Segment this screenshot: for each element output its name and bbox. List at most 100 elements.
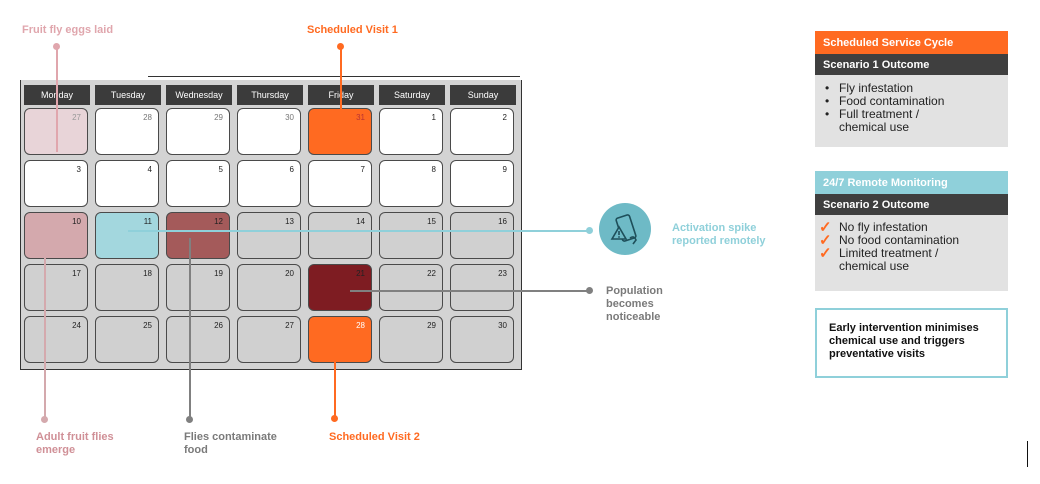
population-label: Population becomes noticeable [606,285,663,323]
adult-flies-connector [44,238,46,418]
panel1-item: Fly infestation [825,82,1008,96]
day-number: 18 [143,269,152,278]
panel1-header: Scheduled Service Cycle [815,31,1008,54]
panel2-subheader: Scenario 2 Outcome [815,194,1008,215]
day-number: 23 [498,269,507,278]
day-number: 20 [285,269,294,278]
calendar-day-cell: 6 [237,160,301,207]
day-number: 7 [360,165,365,174]
visit2-dot [331,415,338,422]
panel1-body: Fly infestation Food contamination Full … [815,75,1008,147]
calendar-day-cell: 10 [24,212,88,259]
day-number: 6 [289,165,294,174]
contaminate-dot [186,416,193,423]
day-number: 1 [431,113,436,122]
activation-label: Activation spike reported remotely [672,222,766,247]
calendar-day-cell: 25 [95,316,159,363]
eggs-laid-connector [56,47,58,152]
day-number: 11 [143,217,152,226]
day-number: 27 [72,113,81,122]
population-dot [586,287,593,294]
contaminate-label: Flies contaminate food [184,431,277,456]
panel2-item: No food contamination [819,234,1008,248]
day-number: 12 [214,217,223,226]
panel2-list: No fly infestation No food contamination… [815,221,1008,273]
intervention-note: Early intervention minimises chemical us… [815,308,1008,378]
visit1-label: Scheduled Visit 1 [307,24,398,36]
day-number: 5 [218,165,223,174]
visit2-connector [334,360,336,416]
day-number: 15 [427,217,436,226]
calendar-day-cell: 9 [450,160,514,207]
calendar-day-cell: 16 [450,212,514,259]
calendar-day-cell: 18 [95,264,159,311]
calendar-day-cell: 12 [166,212,230,259]
panel2-body: No fly infestation No food contamination… [815,215,1008,291]
calendar-day-cell: 8 [379,160,443,207]
day-number: 14 [356,217,365,226]
phone-alert-icon [599,203,651,255]
panel2-item: No fly infestation [819,221,1008,235]
calendar-day-cell: 28 [308,316,372,363]
calendar-day-cell: 1 [379,108,443,155]
day-number: 26 [214,321,223,330]
calendar-day-cell: 24 [24,316,88,363]
day-header-sunday: Sunday [450,85,516,105]
visit2-label: Scheduled Visit 2 [329,431,420,443]
calendar-day-cell: 21 [308,264,372,311]
calendar-day-cell: 29 [166,108,230,155]
day-header-thursday: Thursday [237,85,303,105]
adult-flies-label: Adult fruit flies emerge [36,431,114,456]
calendar-day-cell: 17 [24,264,88,311]
visit1-dot [337,43,344,50]
day-number: 3 [76,165,81,174]
calendar-day-cell: 19 [166,264,230,311]
day-number: 31 [356,113,365,122]
calendar-day-cell: 27 [237,316,301,363]
day-header-wednesday: Wednesday [166,85,232,105]
day-number: 9 [502,165,507,174]
day-header-tuesday: Tuesday [95,85,161,105]
panel2-item: Limited treatment / chemical use [819,247,1008,273]
calendar-day-cell: 30 [450,316,514,363]
calendar-day-cell: 3 [24,160,88,207]
adult-flies-dot [41,416,48,423]
day-number: 28 [143,113,152,122]
day-number: 24 [72,321,81,330]
calendar-day-cell: 26 [166,316,230,363]
calendar-day-cell: 4 [95,160,159,207]
day-number: 10 [72,217,81,226]
day-number: 21 [356,269,365,278]
calendar-day-cell: 15 [379,212,443,259]
calendar-day-cell: 14 [308,212,372,259]
day-number: 16 [498,217,507,226]
activation-dot [586,227,593,234]
population-connector [350,290,590,292]
day-number: 13 [285,217,294,226]
calendar-frame-top-line [148,76,520,77]
day-number: 17 [72,269,81,278]
day-number: 30 [285,113,294,122]
calendar-day-cell: 20 [237,264,301,311]
calendar-day-cell: 2 [450,108,514,155]
calendar-day-cell: 29 [379,316,443,363]
panel1-item: Food contamination [825,95,1008,109]
calendar-day-cell: 7 [308,160,372,207]
eggs-laid-label: Fruit fly eggs laid [22,24,114,36]
eggs-laid-dot [53,43,60,50]
day-number: 2 [502,113,507,122]
day-header-saturday: Saturday [379,85,445,105]
calendar-day-cell: 22 [379,264,443,311]
panel1-item: Full treatment / chemical use [825,108,1008,134]
calendar-day-cell: 13 [237,212,301,259]
day-number: 19 [214,269,223,278]
day-number: 29 [427,321,436,330]
day-number: 27 [285,321,294,330]
calendar-day-cell: 28 [95,108,159,155]
day-number: 22 [427,269,436,278]
contaminate-connector [189,238,191,418]
day-number: 25 [143,321,152,330]
calendar-day-cell: 23 [450,264,514,311]
day-number: 4 [147,165,152,174]
calendar-day-cell: 5 [166,160,230,207]
